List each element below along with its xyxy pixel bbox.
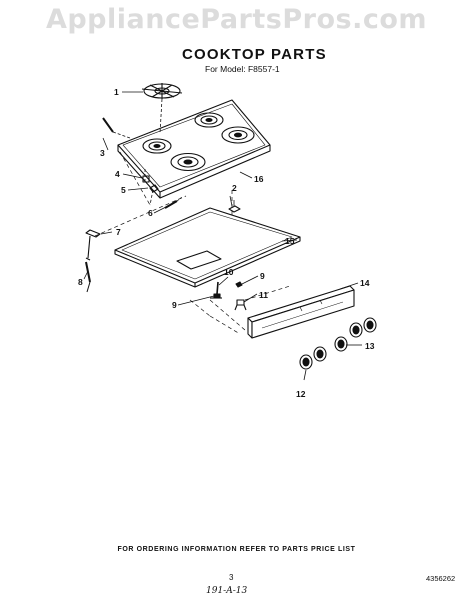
callout-15: 15 <box>285 236 295 246</box>
callout-9-right: 9 <box>260 271 265 281</box>
callout-14: 14 <box>360 278 370 288</box>
callout-16: 16 <box>254 174 264 184</box>
support-bracket <box>85 229 101 261</box>
document-number: 4356262 <box>426 574 456 583</box>
assembly-lines <box>94 151 291 335</box>
leader-lines <box>83 91 362 381</box>
callout-8: 8 <box>78 277 83 287</box>
callout-13: 13 <box>365 341 375 351</box>
callout-7: 7 <box>116 227 121 237</box>
watermark: AppliancePartsPros.com <box>45 4 428 35</box>
page-number: 3 <box>229 573 234 582</box>
bracket-rod <box>85 261 91 293</box>
callout-2: 2 <box>232 183 237 193</box>
surface-burners <box>142 112 255 172</box>
burner-grate <box>141 83 183 134</box>
cooktop-panel <box>117 99 271 199</box>
screw <box>164 196 183 209</box>
callout-labels: 1 2 3 4 5 6 7 8 9 9 10 11 12 13 14 15 16 <box>78 87 375 399</box>
callout-3: 3 <box>100 148 105 158</box>
callout-5: 5 <box>121 185 126 195</box>
hinge-pieces <box>142 168 159 206</box>
callout-12: 12 <box>296 389 306 399</box>
callout-4: 4 <box>115 169 120 179</box>
page-title: COOKTOP PARTS <box>182 46 327 63</box>
fasteners <box>210 281 247 311</box>
callout-10: 10 <box>224 267 234 277</box>
control-knobs <box>299 317 377 370</box>
callout-11: 11 <box>259 290 268 300</box>
callout-9-left: 9 <box>172 300 177 310</box>
control-panel <box>247 285 355 339</box>
model-subtitle: For Model: F8557-1 <box>205 64 280 74</box>
ordering-info-note: FOR ORDERING INFORMATION REFER TO PARTS … <box>117 546 356 553</box>
callout-6: 6 <box>148 208 153 218</box>
clip <box>228 200 241 213</box>
burner-box <box>114 207 301 288</box>
handwritten-note: 191-A-13 <box>206 586 248 596</box>
pivot-rod <box>102 117 131 139</box>
callout-1: 1 <box>114 87 119 97</box>
